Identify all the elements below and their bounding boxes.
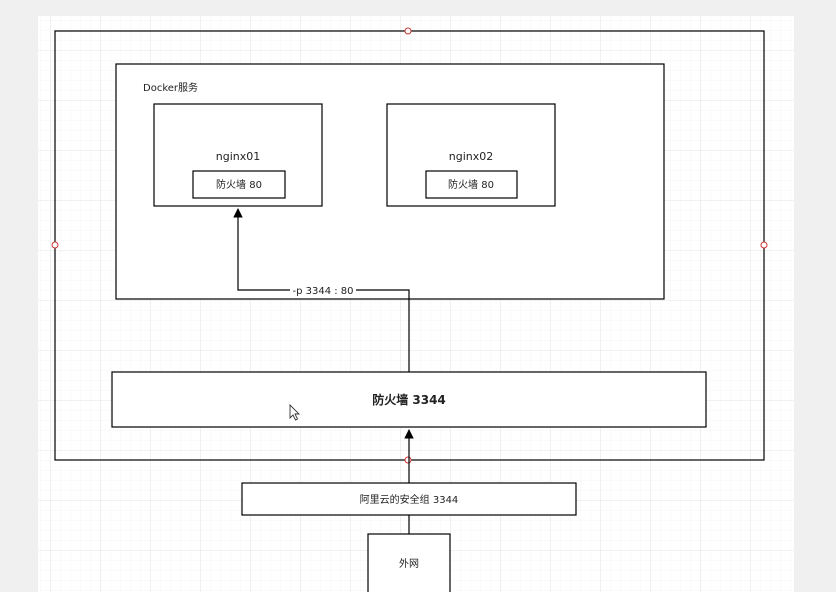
port-mapping-label: -p 3344 : 80 <box>292 286 353 297</box>
port-mapping-connector-left[interactable] <box>233 208 290 291</box>
nginx01-firewall-box[interactable] <box>192 170 286 199</box>
port-mapping-connector-right[interactable] <box>356 289 410 372</box>
host-firewall-label: 防火墙 3344 <box>372 392 446 407</box>
aliyun-security-group-label: 阿里云的安全组 3344 <box>360 493 459 506</box>
nginx02-firewall-box[interactable] <box>425 170 518 199</box>
nginx02-firewall-label: 防火墙 80 <box>448 178 494 191</box>
docker-service-label: Docker服务 <box>143 81 198 94</box>
nginx01-label: nginx01 <box>216 150 261 163</box>
resize-handle-bottom[interactable] <box>404 456 412 464</box>
nginx01-firewall-label: 防火墙 80 <box>216 178 262 191</box>
internet-label: 外网 <box>399 558 419 570</box>
host-firewall-box[interactable] <box>111 371 707 428</box>
resize-handle-right[interactable] <box>760 241 768 249</box>
resize-handle-top[interactable] <box>404 27 412 35</box>
mouse-cursor-icon <box>289 403 301 421</box>
resize-handle-left[interactable] <box>51 241 59 249</box>
internet-box[interactable] <box>367 533 451 592</box>
nginx02-label: nginx02 <box>449 150 494 163</box>
